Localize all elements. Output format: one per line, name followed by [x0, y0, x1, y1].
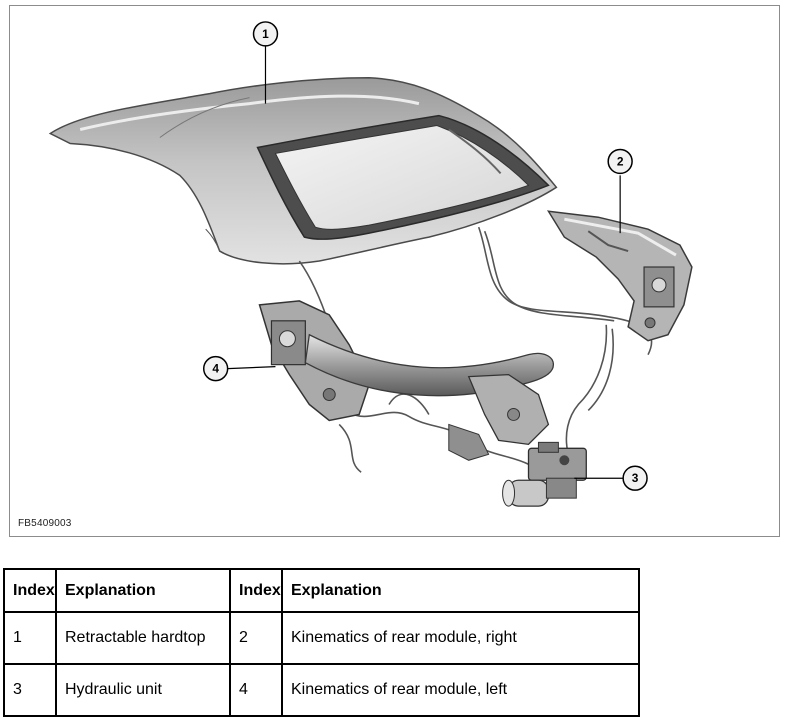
kinematics-rear-module-right	[546, 210, 693, 342]
legend-header-index: Index	[3, 568, 57, 613]
callout-1: 1	[252, 21, 279, 47]
callout-2: 2	[607, 148, 633, 175]
figure-code: FB5409003	[18, 518, 72, 529]
legend-explanation: Kinematics of rear module, right	[281, 611, 640, 665]
table-row: 3 Hydraulic unit 4 Kinematics of rear mo…	[3, 663, 640, 717]
figure-frame: 1 2 3 4 FB5409003	[9, 5, 780, 537]
legend-index: 4	[229, 663, 283, 717]
svg-text:3: 3	[632, 471, 639, 485]
svg-text:2: 2	[617, 154, 624, 168]
legend-explanation: Hydraulic unit	[55, 663, 231, 717]
legend-explanation: Retractable hardtop	[55, 611, 231, 665]
legend-explanation: Kinematics of rear module, left	[281, 663, 640, 717]
legend-header-index: Index	[229, 568, 283, 613]
table-row: 1 Retractable hardtop 2 Kinematics of re…	[3, 611, 640, 665]
svg-text:4: 4	[212, 362, 219, 376]
legend-header-explanation: Explanation	[281, 568, 640, 613]
legend-index: 3	[3, 663, 57, 717]
retractable-hardtop	[48, 76, 558, 265]
legend-index: 1	[3, 611, 57, 665]
legend-header-explanation: Explanation	[55, 568, 231, 613]
callout-3: 3	[622, 465, 648, 491]
svg-text:1: 1	[262, 27, 269, 41]
legend-header-row: Index Explanation Index Explanation	[3, 568, 640, 613]
callout-4: 4	[202, 355, 229, 382]
legend-index: 2	[229, 611, 283, 665]
hydraulic-unit	[502, 441, 587, 507]
legend-table: Index Explanation Index Explanation 1 Re…	[3, 568, 640, 717]
kinematics-rear-module-left	[258, 300, 555, 461]
callout-leaders	[227, 45, 624, 479]
hardtop-illustration: 1 2 3 4	[48, 21, 693, 507]
